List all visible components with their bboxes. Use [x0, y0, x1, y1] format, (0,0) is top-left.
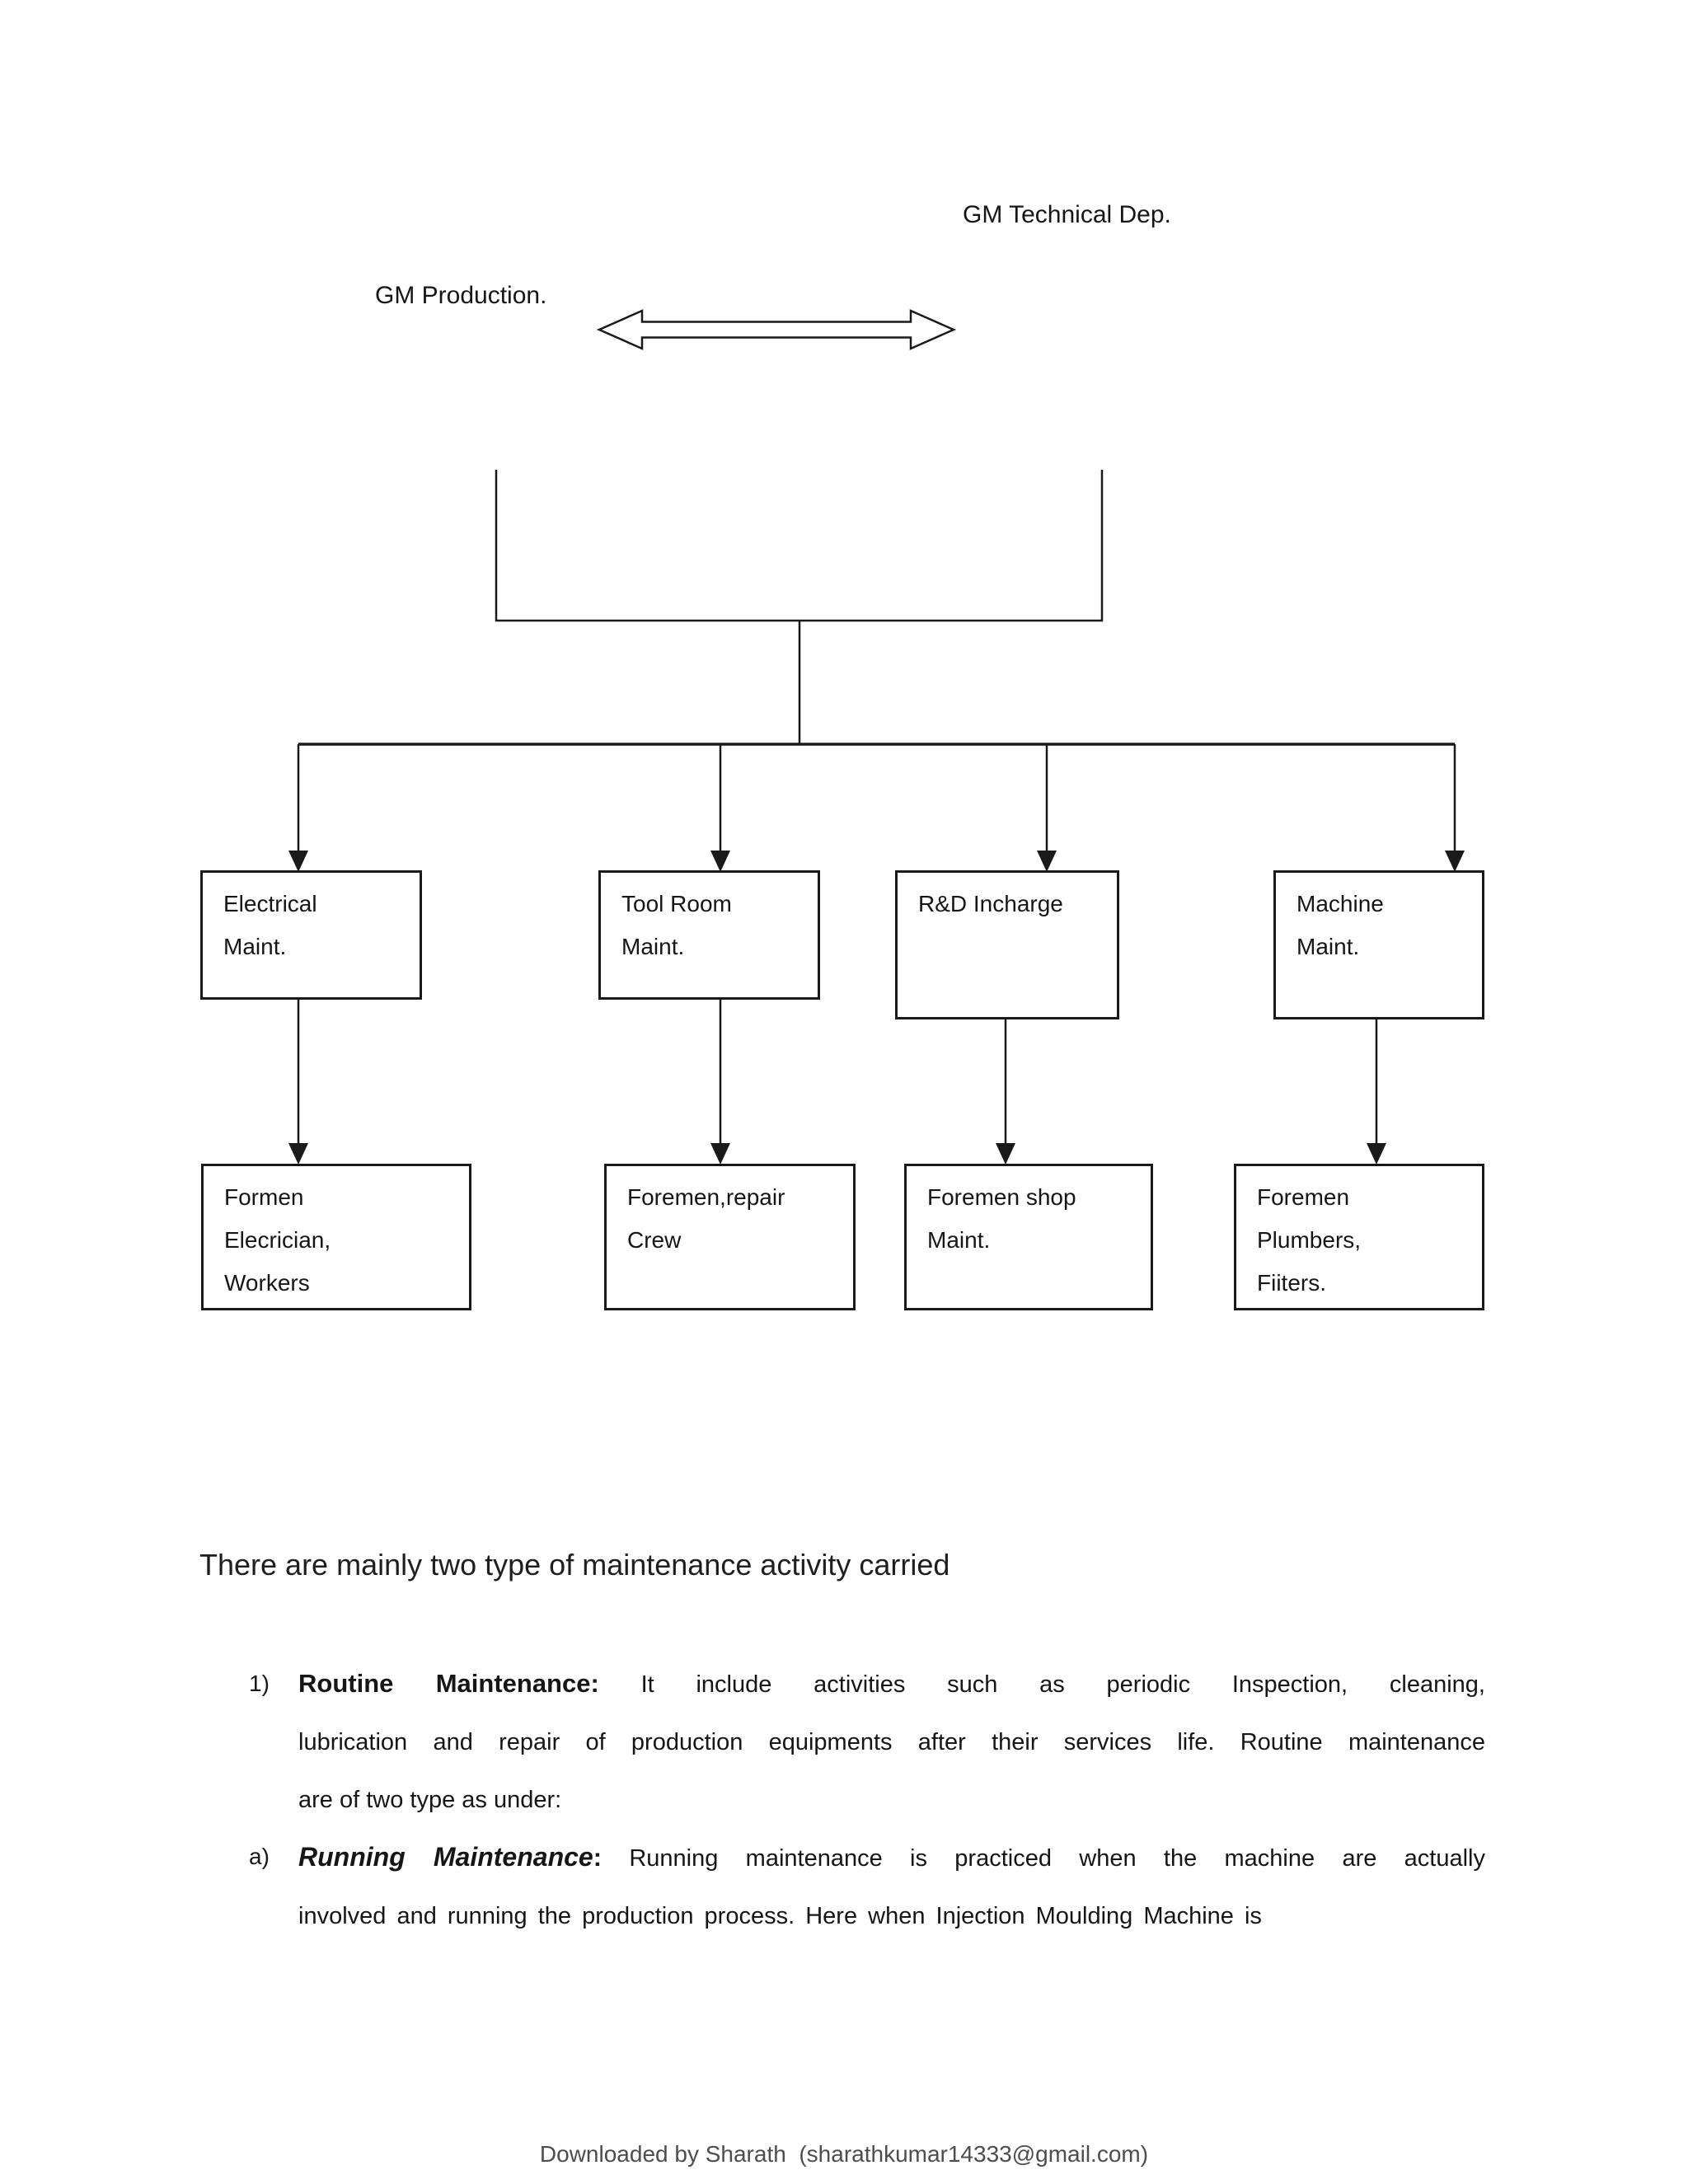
- org-box-tool-room-maint: Tool Room Maint.: [598, 870, 820, 1000]
- routine-maintenance-paragraph: Routine Maintenance: It include activiti…: [298, 1655, 1485, 1829]
- arrow-to-machine-maint: [1445, 744, 1465, 872]
- arrow-to-foremen-repair-crew: [710, 1000, 730, 1165]
- org-box-machine-maint: Machine Maint.: [1273, 870, 1484, 1019]
- paragraph-line-text: Running maintenance is practiced when th…: [602, 1845, 1485, 1872]
- org-box-rd-incharge: R&D Incharge: [895, 870, 1119, 1019]
- download-footer: Downloaded by Sharath (sharathkumar14333…: [539, 2141, 1149, 2167]
- org-box-formen-electrician-workers: Formen Elecrician, Workers: [201, 1164, 471, 1310]
- org-box-foremen-repair-crew: Foremen,repair Crew: [604, 1164, 856, 1310]
- arrow-to-rd-incharge: [1037, 744, 1057, 872]
- double-arrow-icon: [596, 309, 957, 350]
- paragraph-line-text: It include activities such as periodic I…: [598, 1671, 1485, 1698]
- arrow-to-foremen-shop-maint: [996, 1019, 1015, 1165]
- routine-maintenance-lead: Routine Maintenance:: [298, 1669, 599, 1698]
- paragraph-line: Running Maintenance: Running maintenance…: [298, 1828, 1485, 1887]
- paragraph-line: involved and running the production proc…: [298, 1903, 1262, 1929]
- org-box-foremen-plumbers-fitters: Foremen Plumbers, Fiiters.: [1234, 1164, 1484, 1310]
- running-maintenance-lead: Running Maintenance: [298, 1842, 593, 1872]
- gm-production-label: GM Production.: [375, 282, 547, 309]
- lead-colon: :: [593, 1843, 603, 1872]
- section-heading: There are mainly two type of maintenance…: [199, 1548, 950, 1582]
- arrow-to-formen-electrician: [288, 1000, 308, 1165]
- org-box-foremen-shop-maint: Foremen shop Maint.: [904, 1164, 1153, 1310]
- org-box-electrical-maint: Electrical Maint.: [200, 870, 422, 1000]
- running-maintenance-paragraph: Running Maintenance: Running maintenance…: [298, 1828, 1485, 1945]
- arrow-to-foremen-plumbers: [1367, 1019, 1386, 1165]
- list-marker-1: 1): [249, 1671, 270, 1696]
- list-marker-a: a): [249, 1844, 270, 1869]
- arrow-to-electrical-maint: [288, 744, 308, 872]
- paragraph-line: are of two type as under:: [298, 1787, 562, 1813]
- paragraph-line: Routine Maintenance: It include activiti…: [298, 1655, 1485, 1713]
- gm-technical-dep-label: GM Technical Dep.: [963, 201, 1171, 228]
- bracket-connector: [495, 470, 1104, 622]
- paragraph-line: lubrication and repair of production equ…: [298, 1729, 1485, 1755]
- arrow-to-tool-room-maint: [710, 744, 730, 872]
